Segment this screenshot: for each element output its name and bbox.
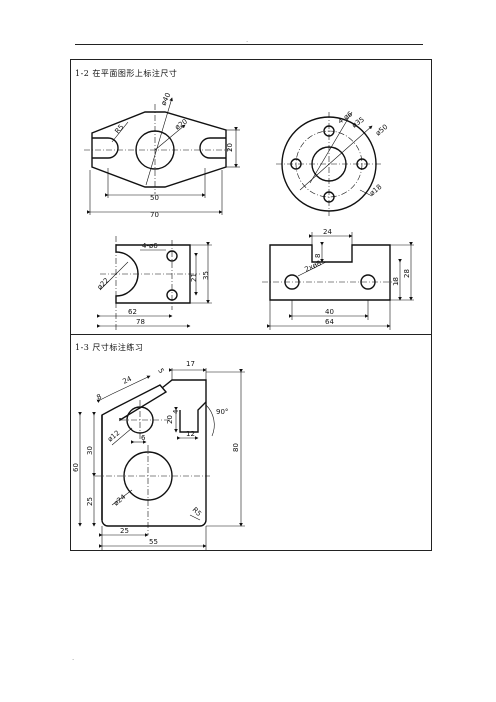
fig-e-w24: 24 xyxy=(121,375,133,386)
section-divider xyxy=(70,334,432,335)
fig-e-v60: 60 xyxy=(72,463,80,472)
fig-c-w78: 78 xyxy=(136,318,145,326)
exercise-frame xyxy=(70,59,432,551)
fig-d-w24: 24 xyxy=(323,228,332,236)
fig-d-v28: 28 xyxy=(403,269,411,278)
fig-d-w40: 40 xyxy=(325,308,334,316)
fig-b-d50: ø50 xyxy=(374,123,389,138)
section-1-title: 1-2 在平面图形上标注尺寸 xyxy=(75,69,178,78)
fig-c-d22: ø22 xyxy=(96,276,111,291)
fig-e-ang90: 90° xyxy=(216,408,228,416)
fig-e-w55: 55 xyxy=(149,538,158,546)
fig-e-w12: 12 xyxy=(186,430,195,438)
header-rule xyxy=(75,44,423,45)
section-2-title: 1-3 尺寸标注练习 xyxy=(75,343,144,352)
fig-e-v20: 20 xyxy=(166,415,174,424)
figure-a-diamond-plate xyxy=(91,111,227,188)
fig-e-w17: 17 xyxy=(186,360,195,368)
fig-c-w62: 62 xyxy=(128,308,137,316)
fig-e-v4: 4 xyxy=(172,409,180,414)
fig-e-d12: ø12 xyxy=(106,429,121,444)
footer-dot: . xyxy=(72,654,75,662)
fig-a-d40: ø40 xyxy=(160,91,173,106)
fig-e-v80: 80 xyxy=(232,443,240,452)
fig-e-v30: 30 xyxy=(86,446,94,455)
fig-d-v8: 8 xyxy=(314,254,322,258)
fig-e-w6: 6 xyxy=(141,434,146,442)
fig-a-w70: 70 xyxy=(150,211,159,219)
fig-d-w64: 64 xyxy=(325,318,334,326)
fig-c-v35: 35 xyxy=(202,271,210,280)
fig-e-v25: 25 xyxy=(86,497,94,506)
fig-a-d20: ø20 xyxy=(174,118,189,132)
figure-d-block xyxy=(269,244,391,301)
fig-e-w8: 8 xyxy=(95,393,102,402)
fig-a-r5: R5 xyxy=(113,123,125,135)
fig-d-2d8: 2xø8 xyxy=(303,259,322,274)
fig-d-v18: 18 xyxy=(392,277,400,286)
fig-c-v21: 21 xyxy=(190,273,198,282)
header-dot: . xyxy=(246,36,249,44)
fig-e-v5: 5 xyxy=(156,367,165,375)
fig-a-w50: 50 xyxy=(150,194,159,202)
fig-e-w25: 25 xyxy=(120,527,129,535)
fig-c-4d6: 4-ø6 xyxy=(142,242,158,250)
fig-a-h20: 20 xyxy=(226,143,234,152)
